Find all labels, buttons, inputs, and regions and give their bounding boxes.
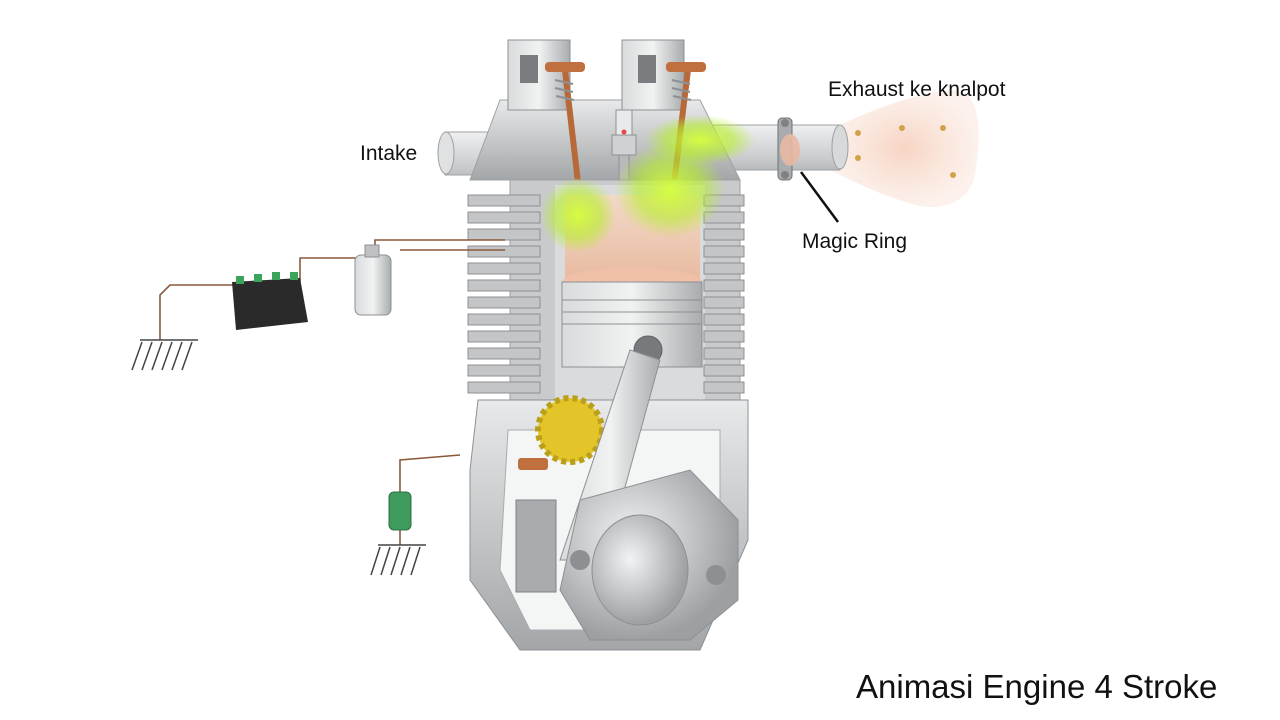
cooling-fin xyxy=(703,364,745,377)
cooling-fin xyxy=(467,313,541,326)
exhaust-label: Exhaust ke knalpot xyxy=(828,78,1006,101)
ignition-wiring xyxy=(159,239,505,545)
piston xyxy=(561,268,703,368)
combustion-chamber xyxy=(540,115,755,280)
cooling-fin xyxy=(467,330,541,343)
cooling-fin xyxy=(467,381,541,394)
cooling-fin xyxy=(467,211,541,224)
battery-icon xyxy=(232,272,308,330)
intake-label: Intake xyxy=(360,142,418,165)
magic-ring-leader-line xyxy=(799,171,840,223)
ground-symbol-icon xyxy=(131,339,198,371)
cooling-fin xyxy=(703,313,745,326)
cooling-fin xyxy=(703,228,745,241)
cooling-fin xyxy=(467,364,541,377)
resistor-icon xyxy=(388,491,412,531)
cooling-fin xyxy=(467,228,541,241)
cooling-fin xyxy=(467,194,541,207)
cooling-fin xyxy=(467,262,541,275)
ignition-coil-icon xyxy=(354,244,392,316)
cooling-fin xyxy=(703,381,745,394)
cooling-fin xyxy=(703,330,745,343)
cooling-fin xyxy=(703,262,745,275)
cooling-fin xyxy=(703,296,745,309)
cooling-fin xyxy=(467,296,541,309)
magic-ring xyxy=(777,117,800,181)
crankshaft xyxy=(559,469,739,641)
pickup-coil xyxy=(518,458,548,470)
cooling-fin xyxy=(703,347,745,360)
cooling-fin xyxy=(703,279,745,292)
cooling-fin xyxy=(467,245,541,258)
cooling-fins xyxy=(467,194,745,394)
magic-ring-label: Magic Ring xyxy=(802,230,908,253)
diagram-title: Animasi Engine 4 Stroke xyxy=(856,668,1218,705)
ground-symbol-icon xyxy=(370,544,426,576)
gear-icon xyxy=(535,395,605,465)
cooling-fin xyxy=(703,245,745,258)
cooling-fin xyxy=(467,279,541,292)
cooling-fin xyxy=(467,347,541,360)
